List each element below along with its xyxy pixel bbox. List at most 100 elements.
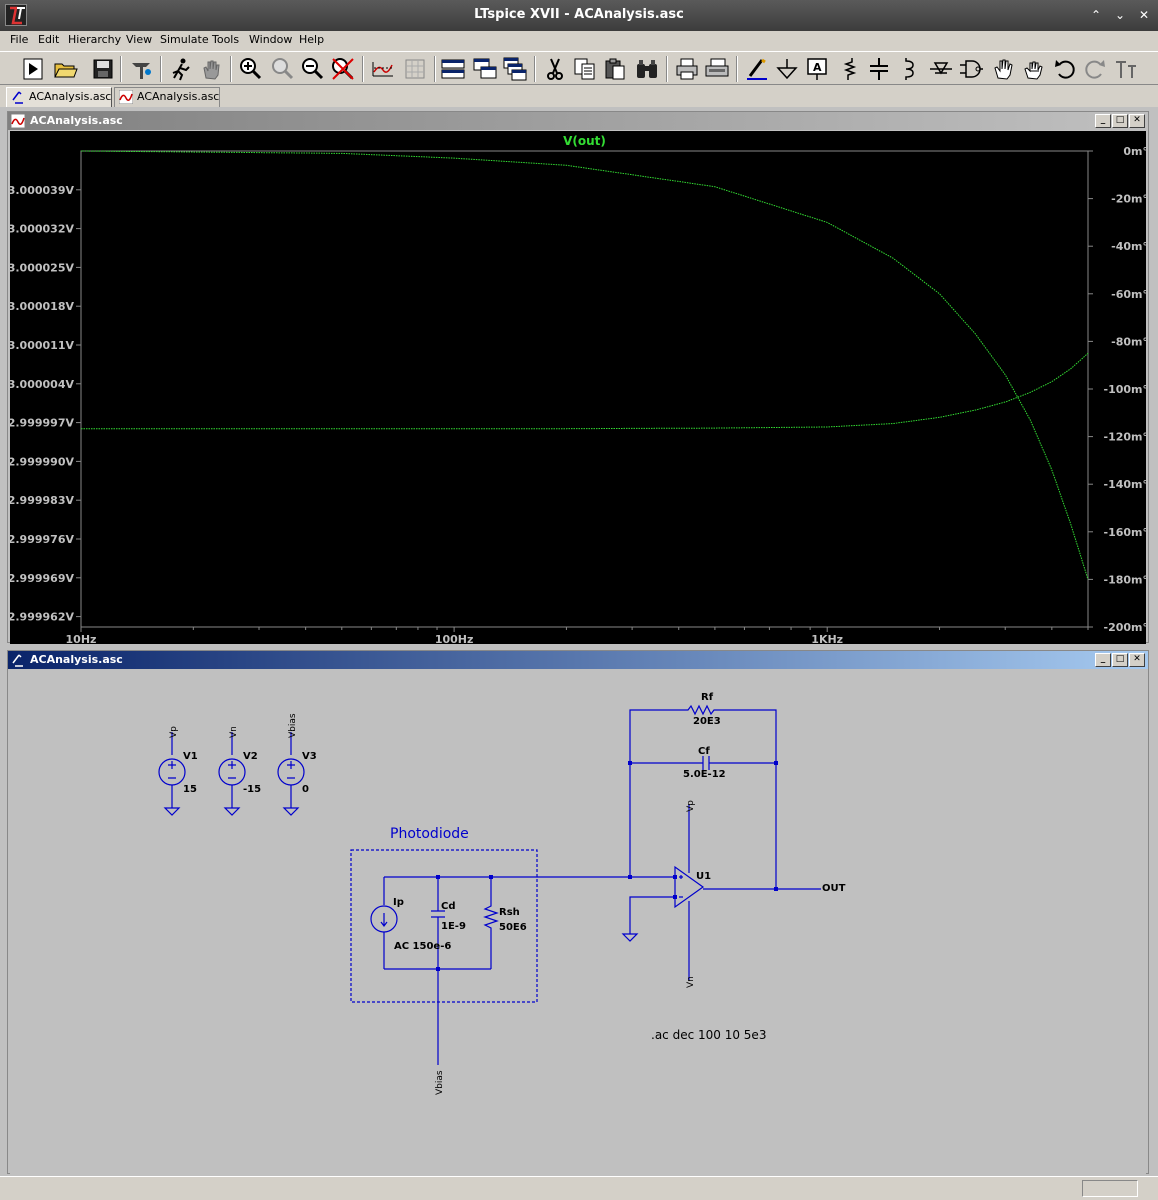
schematic-drawing[interactable]: Vp Vn Vbias Vp Vn Vbias — [10, 670, 1146, 1179]
ground-icon[interactable] — [774, 56, 800, 82]
mdi-close-icon[interactable]: ✕ — [1129, 653, 1145, 667]
redo-icon[interactable] — [1082, 56, 1108, 82]
cut-icon[interactable] — [542, 56, 568, 82]
phase-trace[interactable] — [80, 150, 1089, 580]
v3-ref[interactable]: V3 — [302, 751, 317, 762]
rf-ref[interactable]: Rf — [701, 692, 714, 703]
menu-view[interactable]: View — [126, 33, 153, 46]
capacitor-cd[interactable] — [431, 877, 445, 969]
open-folder-icon[interactable] — [52, 56, 78, 82]
net-label-vn[interactable]: Vn — [686, 976, 696, 988]
mdi-close-icon[interactable]: ✕ — [1129, 114, 1145, 128]
print-icon[interactable] — [674, 56, 700, 82]
voltage-source-v1[interactable] — [158, 732, 186, 816]
pan-icon[interactable] — [198, 56, 224, 82]
voltage-source-v3[interactable] — [277, 732, 305, 816]
feedback-resistor-rf[interactable] — [629, 704, 777, 889]
resistor-icon[interactable] — [836, 56, 862, 82]
voltage-source-v2[interactable] — [218, 732, 246, 816]
cd-ref[interactable]: Cd — [441, 901, 456, 912]
spice-directive[interactable]: .ac dec 100 10 5e3 — [651, 1028, 767, 1042]
cd-value[interactable]: 1E-9 — [441, 921, 466, 932]
print-setup-icon[interactable] — [704, 56, 730, 82]
halt-icon[interactable] — [168, 56, 194, 82]
mdi-maximize-icon[interactable]: □ — [1112, 114, 1128, 128]
move-icon[interactable] — [990, 56, 1016, 82]
grid-icon[interactable] — [402, 56, 428, 82]
v3-value[interactable]: 0 — [302, 784, 309, 795]
net-label-out[interactable]: OUT — [822, 883, 846, 894]
zoom-in-icon[interactable] — [238, 56, 264, 82]
v2-ref[interactable]: V2 — [243, 751, 258, 762]
photodiode-group-label[interactable]: Photodiode — [390, 826, 469, 842]
menu-window[interactable]: Window — [249, 33, 293, 46]
run-icon[interactable] — [20, 56, 46, 82]
find-icon[interactable] — [634, 56, 660, 82]
net-label-vbias[interactable]: Vbias — [288, 713, 298, 738]
menu-file[interactable]: File — [10, 33, 29, 46]
net-label-vp[interactable]: Vp — [169, 726, 179, 738]
mdi-minimize-icon[interactable]: _ — [1095, 653, 1111, 667]
trace-name[interactable]: V(out) — [563, 134, 606, 148]
menu-edit[interactable]: Edit — [38, 33, 60, 46]
capacitor-icon[interactable] — [866, 56, 892, 82]
net-label-vp[interactable]: Vp — [686, 800, 696, 812]
wire-icon[interactable] — [744, 56, 770, 82]
label-net-icon[interactable]: A — [804, 56, 830, 82]
tab-waveform[interactable]: ACAnalysis.asc — [114, 87, 220, 107]
text-icon[interactable] — [1112, 56, 1138, 82]
undo-icon[interactable] — [1052, 56, 1078, 82]
mdi-maximize-icon[interactable]: □ — [1112, 653, 1128, 667]
ip-ref[interactable]: Ip — [393, 897, 404, 908]
copy-icon[interactable] — [572, 56, 598, 82]
schematic-canvas[interactable]: Vp Vn Vbias Vp Vn Vbias V1 15 V2 -15 V3 … — [10, 670, 1146, 1179]
save-icon[interactable] — [90, 56, 116, 82]
mdi-minimize-icon[interactable]: _ — [1095, 114, 1111, 128]
control-panel-icon[interactable] — [128, 56, 154, 82]
net-label-vbias[interactable]: Vbias — [435, 1070, 445, 1095]
tile-horizontal-icon[interactable] — [440, 56, 466, 82]
drag-icon[interactable] — [1020, 56, 1046, 82]
maximize-icon[interactable]: ⌄ — [1114, 8, 1126, 22]
zoom-fit-icon[interactable] — [330, 56, 356, 82]
diode-icon[interactable] — [928, 56, 954, 82]
v1-ref[interactable]: V1 — [183, 751, 198, 762]
tab-schematic[interactable]: ACAnalysis.asc — [6, 87, 112, 107]
paste-icon[interactable] — [602, 56, 628, 82]
y-left-tick-label: 2.999983V — [10, 494, 74, 507]
cf-ref[interactable]: Cf — [698, 746, 710, 757]
u1-ref[interactable]: U1 — [696, 871, 712, 882]
minimize-icon[interactable]: ⌃ — [1090, 8, 1102, 22]
opamp-u1[interactable] — [621, 805, 821, 980]
current-source-ip[interactable] — [370, 877, 398, 969]
menu-tools[interactable]: Tools — [212, 33, 240, 46]
v1-value[interactable]: 15 — [183, 784, 197, 795]
schematic-window-titlebar[interactable]: ACAnalysis.asc _ □ ✕ — [8, 651, 1148, 669]
waveform-window-title: ACAnalysis.asc — [30, 114, 123, 127]
menu-simulate[interactable]: Simulate — [160, 33, 209, 46]
feedback-capacitor-cf[interactable] — [630, 756, 776, 770]
net-label-vn[interactable]: Vn — [229, 726, 239, 738]
zoom-out-icon[interactable] — [300, 56, 326, 82]
cascade-icon[interactable] — [472, 56, 498, 82]
rf-value[interactable]: 20E3 — [693, 716, 721, 727]
y-right-tick-label: -200m° — [1104, 621, 1147, 634]
component-icon[interactable] — [958, 56, 984, 82]
resistor-rsh[interactable] — [483, 877, 499, 969]
ip-value[interactable]: AC 150e-6 — [394, 941, 452, 952]
rsh-ref[interactable]: Rsh — [499, 907, 520, 918]
autorange-icon[interactable] — [370, 56, 396, 82]
magnitude-trace[interactable] — [81, 352, 1089, 430]
menu-hierarchy[interactable]: Hierarchy — [68, 33, 122, 46]
waveform-window-titlebar[interactable]: ACAnalysis.asc _ □ ✕ — [8, 112, 1148, 130]
close-icon[interactable]: ✕ — [1138, 8, 1150, 22]
rsh-value[interactable]: 50E6 — [499, 922, 527, 933]
cf-value[interactable]: 5.0E-12 — [683, 769, 726, 780]
inductor-icon[interactable] — [896, 56, 922, 82]
zoom-area-icon[interactable] — [270, 56, 296, 82]
menu-help[interactable]: Help — [299, 33, 325, 46]
v2-value[interactable]: -15 — [243, 784, 262, 795]
tile-icon[interactable] — [502, 56, 528, 82]
